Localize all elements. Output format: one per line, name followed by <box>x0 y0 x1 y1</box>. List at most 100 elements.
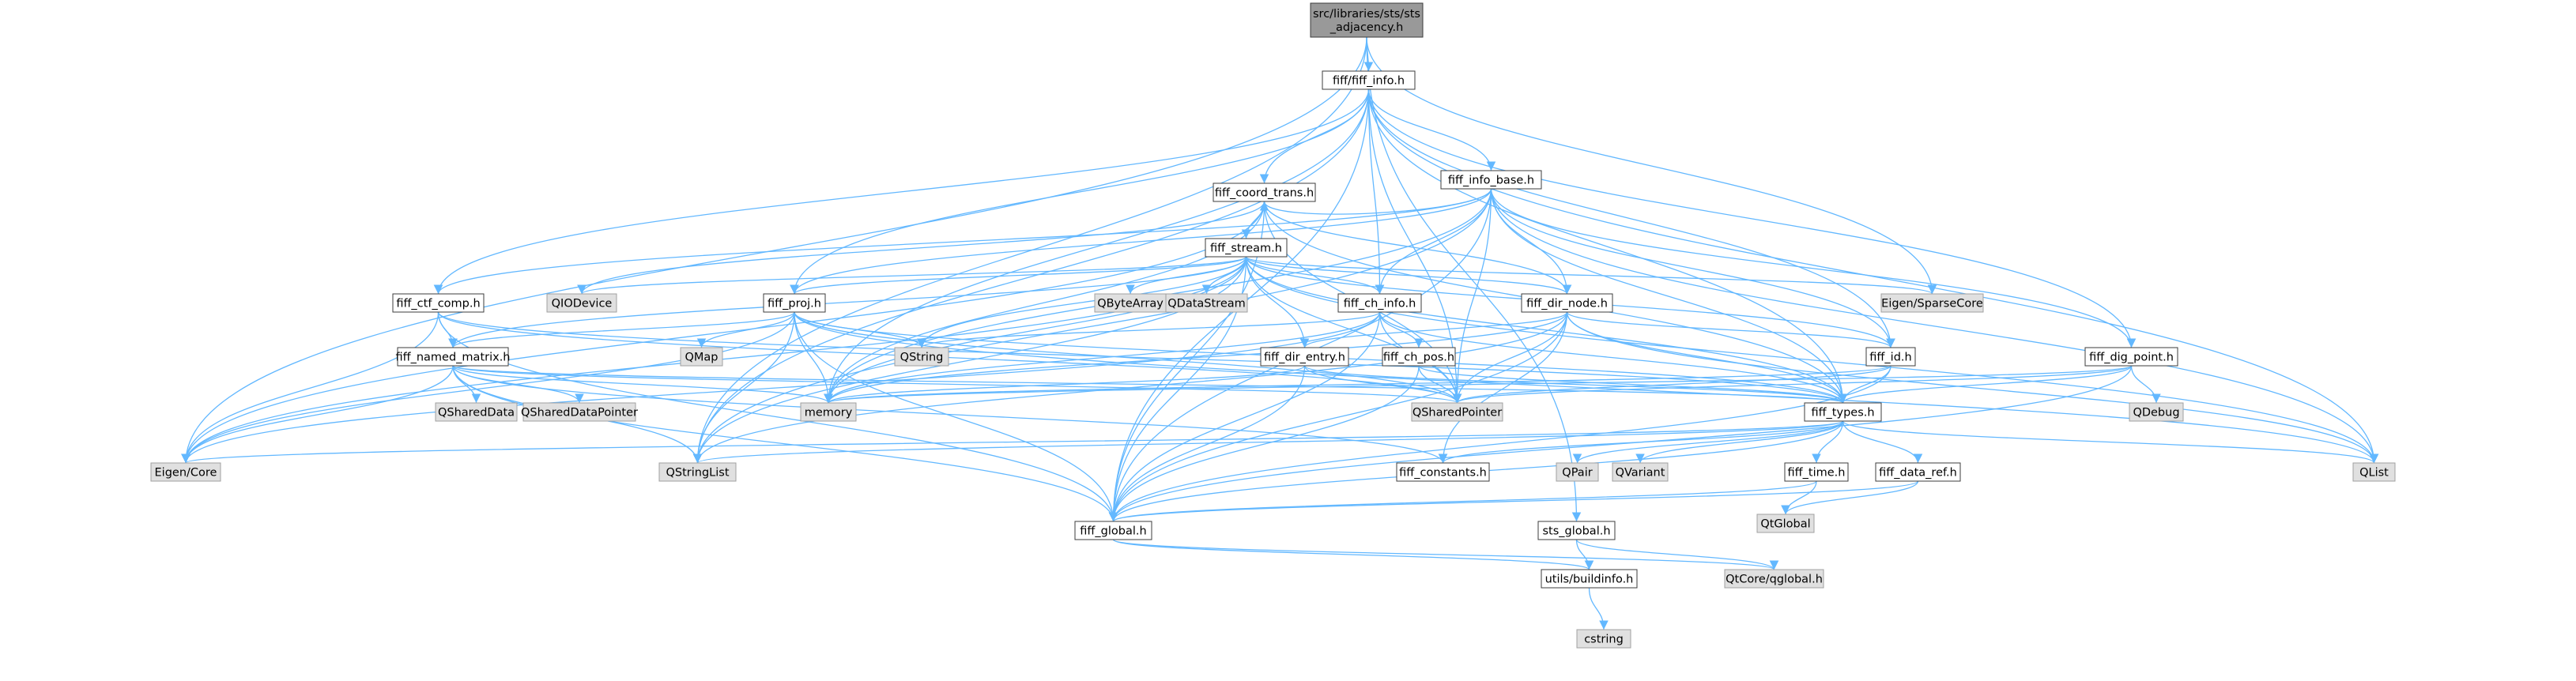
node-box-QDebug <box>2129 402 2184 422</box>
edge-fiff_info-to-fiff_proj <box>790 88 1370 295</box>
node-box-QSharedDataPointer <box>522 402 636 422</box>
node-box-QVariant <box>1612 462 1669 482</box>
edge-fiff_stream-to-fiff_types <box>1245 256 1848 404</box>
node-fiff_info_base[interactable]: fiff_info_base.h <box>1440 170 1542 190</box>
edge-fiff_types-to-fiff_data_ref <box>1842 420 1923 464</box>
node-label-EigenCore: Eigen/Core <box>155 467 217 480</box>
edge-fiff_dir_node-to-fiff_constants <box>1438 311 1568 464</box>
edge-fiff_ctf_comp-to-EigenCore <box>181 311 439 464</box>
node-label-QList: QList <box>2359 467 2389 480</box>
node-fiff_info[interactable]: fiff/fiff_info.h <box>1322 70 1416 90</box>
node-fiff_types[interactable]: fiff_types.h <box>1804 402 1882 422</box>
node-QSharedPointer: QSharedPointer <box>1411 402 1503 422</box>
edge-fiff_stream-to-memory <box>824 256 1247 404</box>
node-label-fiff_ch_pos: fiff_ch_pos.h <box>1383 352 1454 364</box>
node-fiff_dir_entry[interactable]: fiff_dir_entry.h <box>1260 347 1349 367</box>
node-box-QtGlobal <box>1756 514 1815 533</box>
node-fiff_ch_info[interactable]: fiff_ch_info.h <box>1337 293 1422 313</box>
node-label-QtGlobal: QtGlobal <box>1760 518 1810 531</box>
edge-fiff_proj-to-fiff_named_matrix <box>448 311 795 348</box>
node-sts_global[interactable]: sts_global.h <box>1537 521 1616 540</box>
node-QIODevice: QIODevice <box>546 293 617 313</box>
node-fiff_id[interactable]: fiff_id.h <box>1865 347 1916 367</box>
edge-fiff_info_base-to-fiff_types <box>1490 188 1848 404</box>
node-QStringList: QStringList <box>658 462 737 482</box>
edge-fiff_proj-to-fiff_global <box>794 311 1118 522</box>
node-fiff_time[interactable]: fiff_time.h <box>1784 462 1849 482</box>
edge-fiff_info_base-to-fiff_id <box>1490 188 1895 348</box>
node-box-EigenSparse <box>1880 293 1984 313</box>
edge-fiff_info-to-fiff_id <box>1367 88 1895 348</box>
edge-fiff_proj-to-QList <box>794 311 2379 464</box>
node-box-cstring <box>1576 629 1631 649</box>
node-label-fiff_proj: fiff_proj.h <box>768 298 821 310</box>
node-memory: memory <box>800 402 857 422</box>
edge-fiff_named_matrix-to-fiff_constants <box>452 365 1448 464</box>
node-label-fiff_named_matrix: fiff_named_matrix.h <box>395 352 510 364</box>
node-box-fiff_constants <box>1396 462 1490 482</box>
node-fiff_stream[interactable]: fiff_stream.h <box>1205 238 1288 258</box>
edge-fiff_info-to-memory <box>824 88 1370 404</box>
edge-fiff_stream-to-QList <box>1245 256 2379 464</box>
edge-fiff_stream-to-QByteArray <box>1126 256 1247 295</box>
node-box-fiff_data_ref <box>1875 462 1961 482</box>
node-label-fiff_coord_trans: fiff_coord_trans.h <box>1215 187 1314 200</box>
nodes-layer: src/libraries/sts/sts_adjacency.hfiff/fi… <box>150 2 2396 649</box>
node-fiff_proj[interactable]: fiff_proj.h <box>763 293 826 313</box>
node-QPair: QPair <box>1556 462 1599 482</box>
node-label-memory: memory <box>805 407 853 420</box>
node-fiff_data_ref[interactable]: fiff_data_ref.h <box>1875 462 1961 482</box>
node-label-QDebug: QDebug <box>2133 407 2179 420</box>
node-buildinfo[interactable]: utils/buildinfo.h <box>1541 569 1638 589</box>
edge-fiff_proj-to-EigenCore <box>181 311 795 464</box>
node-fiff_ch_pos[interactable]: fiff_ch_pos.h <box>1382 347 1456 367</box>
node-box-QList <box>2352 462 2396 482</box>
edge-fiff_ch_info-to-fiff_types <box>1379 311 1848 404</box>
edge-fiff_id-to-QSharedPointer <box>1452 365 1891 404</box>
node-label-QSharedDataPointer: QSharedDataPointer <box>521 407 638 420</box>
node-label-fiff_stream: fiff_stream.h <box>1210 243 1282 255</box>
node-box-QStringList <box>658 462 737 482</box>
node-fiff_dir_node[interactable]: fiff_dir_node.h <box>1521 293 1613 313</box>
node-label-fiff_types: fiff_types.h <box>1811 407 1874 420</box>
node-box-fiff_coord_trans <box>1213 182 1316 202</box>
edge-fiff_ch_info-to-QString <box>917 311 1381 348</box>
edge-fiff_dir_node-to-fiff_id <box>1566 311 1895 348</box>
edge-fiff_info-to-QSharedPointer <box>1367 88 1462 404</box>
edge-fiff_proj-to-QMap <box>696 311 795 348</box>
node-fiff_coord_trans[interactable]: fiff_coord_trans.h <box>1213 182 1316 202</box>
node-label-fiff_dir_node: fiff_dir_node.h <box>1526 298 1608 310</box>
node-label-QVariant: QVariant <box>1616 467 1665 480</box>
node-label-fiff_global: fiff_global.h <box>1080 525 1146 538</box>
node-QDebug: QDebug <box>2129 402 2184 422</box>
node-label-QDataStream: QDataStream <box>1167 298 1246 310</box>
node-fiff_global[interactable]: fiff_global.h <box>1074 521 1152 540</box>
edge-fiff_id-to-memory <box>824 365 1891 404</box>
node-fiff_constants[interactable]: fiff_constants.h <box>1396 462 1490 482</box>
node-fiff_named_matrix[interactable]: fiff_named_matrix.h <box>395 347 511 367</box>
edge-fiff_proj-to-memory <box>794 311 833 404</box>
node-QtGlobal: QtGlobal <box>1756 514 1815 533</box>
edge-fiff_named_matrix-to-fiff_types <box>452 365 1847 404</box>
edge-fiff_named_matrix-to-QSharedDataPointer <box>452 365 584 404</box>
node-box-fiff_ctf_comp <box>392 293 485 313</box>
edge-fiff_data_ref-to-QtGlobal <box>1781 480 1919 515</box>
node-label-sts_global: sts_global.h <box>1542 525 1610 538</box>
node-label-QByteArray: QByteArray <box>1097 298 1164 310</box>
edge-buildinfo-to-cstring <box>1588 587 1609 630</box>
node-QMap: QMap <box>680 347 723 367</box>
node-EigenCore: Eigen/Core <box>150 462 221 482</box>
edge-fiff_stream-to-EigenSparse <box>1245 256 1937 295</box>
node-QDataStream: QDataStream <box>1165 293 1248 313</box>
edge-fiff_dir_entry-to-fiff_types <box>1303 365 1848 404</box>
edge-fiff_dir_node-to-fiff_global <box>1108 311 1568 522</box>
node-fiff_dig_point[interactable]: fiff_dig_point.h <box>2084 347 2178 367</box>
edge-fiff_info_base-to-QList <box>1490 188 2379 464</box>
node-QList: QList <box>2352 462 2396 482</box>
node-box-fiff_global <box>1074 521 1152 540</box>
node-box-QString <box>894 347 949 367</box>
node-box-fiff_dir_entry <box>1260 347 1349 367</box>
node-label-QStringList: QStringList <box>666 467 729 480</box>
node-fiff_ctf_comp[interactable]: fiff_ctf_comp.h <box>392 293 485 313</box>
